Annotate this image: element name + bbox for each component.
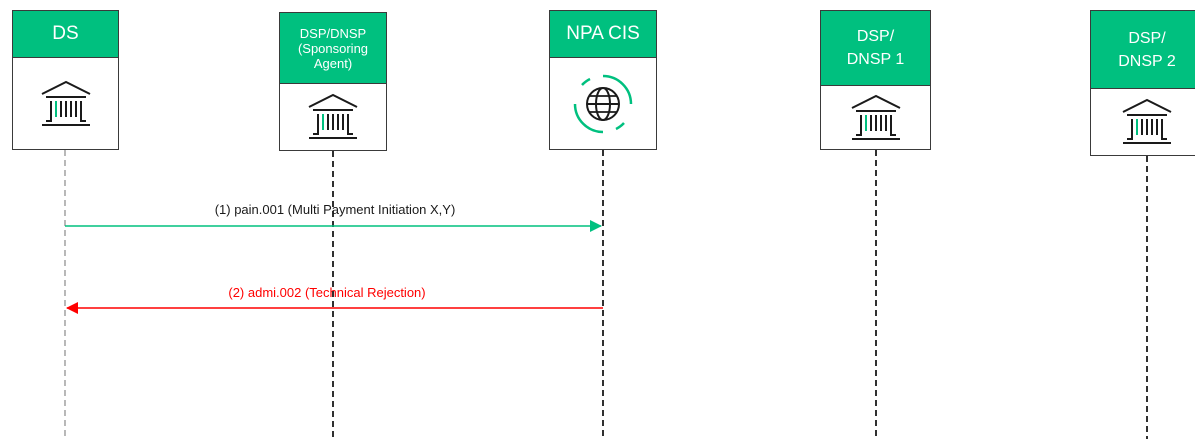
actor-dnsp-1: DSP/ DNSP 1 bbox=[820, 10, 931, 150]
actor-ds-header: DS bbox=[12, 10, 119, 57]
actor-npa-cis: NPA CIS bbox=[549, 10, 657, 150]
actor-ds-label: DS bbox=[52, 23, 79, 44]
actor-dnsp-2-header: DSP/ DNSP 2 bbox=[1090, 10, 1195, 88]
actor-dnsp-1-header: DSP/ DNSP 1 bbox=[820, 10, 931, 85]
bank-icon bbox=[41, 80, 90, 126]
actor-dnsp-1-line1: DSP/ bbox=[856, 28, 895, 45]
actor-sponsoring-agent-line2: (Sponsoring bbox=[297, 40, 369, 56]
actor-sponsoring-agent-line1: DSP/DNSP bbox=[299, 25, 367, 41]
bank-icon bbox=[1122, 98, 1172, 144]
actor-dnsp-1-line2: DNSP 1 bbox=[846, 51, 905, 68]
actor-sponsoring-agent-header: DSP/DNSP (Sponsoring Agent) bbox=[279, 12, 387, 83]
actor-dnsp-2-body bbox=[1090, 88, 1195, 156]
actor-sponsoring-agent: DSP/DNSP (Sponsoring Agent) bbox=[279, 12, 387, 151]
bank-icon bbox=[308, 93, 358, 139]
actor-ds-body bbox=[12, 57, 119, 150]
actor-dnsp-2: DSP/ DNSP 2 bbox=[1090, 10, 1195, 156]
actor-npa-cis-header: NPA CIS bbox=[549, 10, 657, 57]
actor-ds: DS bbox=[12, 10, 119, 150]
globe-icon bbox=[573, 74, 633, 133]
actor-dnsp-2-line2: DNSP 2 bbox=[1118, 52, 1176, 70]
bank-icon bbox=[851, 94, 900, 140]
actor-npa-cis-body bbox=[549, 57, 657, 150]
actor-sponsoring-agent-line3: Agent) bbox=[313, 55, 353, 71]
message-2-label: (2) admi.002 (Technical Rejection) bbox=[228, 285, 425, 300]
actor-dnsp-1-body bbox=[820, 85, 931, 150]
actor-npa-cis-label: NPA CIS bbox=[566, 23, 640, 44]
message-1-label: (1) pain.001 (Multi Payment Initiation X… bbox=[215, 202, 456, 217]
actor-dnsp-2-line1: DSP/ bbox=[1128, 29, 1166, 47]
actor-sponsoring-agent-body bbox=[279, 83, 387, 151]
